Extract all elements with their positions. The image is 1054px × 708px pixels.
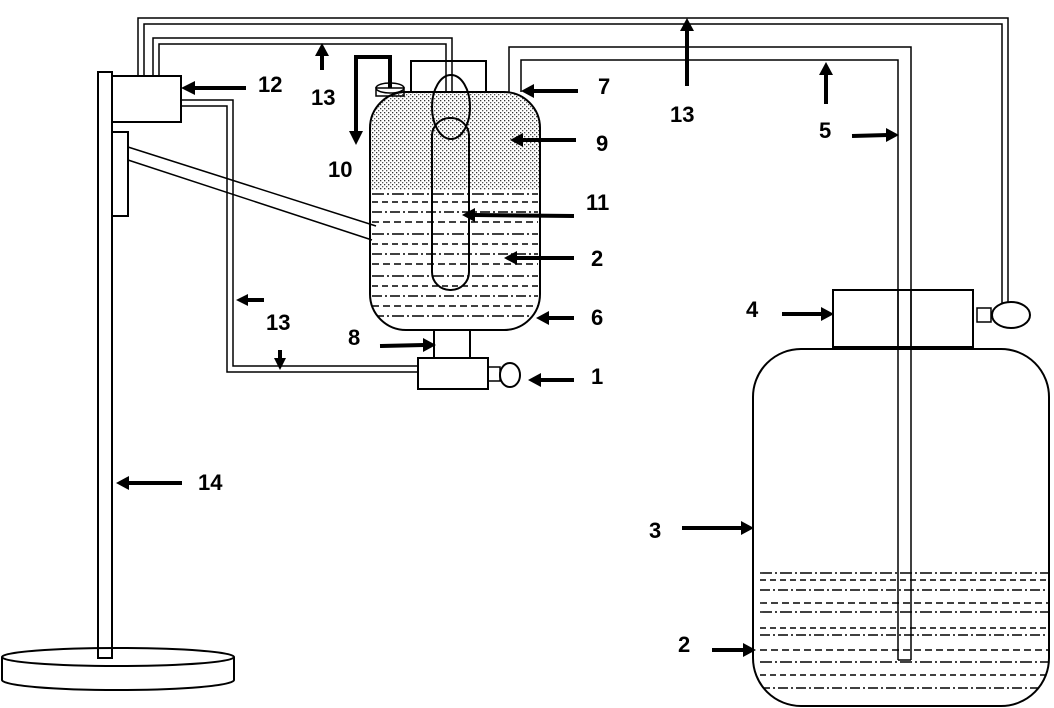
label-2-flask: 2 (591, 246, 603, 271)
label-3: 3 (649, 518, 661, 543)
label-6: 6 (591, 305, 603, 330)
label-1: 1 (591, 364, 603, 389)
collection-bottle (752, 348, 1050, 707)
bottle-cap (832, 289, 974, 348)
stand (1, 71, 235, 691)
label-10: 10 (328, 157, 352, 182)
label-8: 8 (348, 325, 360, 350)
label-14: 14 (198, 470, 223, 495)
label-7: 7 (598, 74, 610, 99)
pipe-network (137, 17, 1009, 373)
label-9: 9 (596, 131, 608, 156)
controller-box (111, 75, 182, 123)
flask-neck (433, 329, 471, 359)
flask-liquid (372, 193, 538, 317)
label-13-top-middle: 13 (670, 102, 694, 127)
pointer-arrows (116, 18, 899, 657)
flask-lid-block (410, 60, 487, 93)
label-2-bottle: 2 (678, 632, 690, 657)
label-13-top-left: 13 (311, 85, 335, 110)
bottle-liquid (760, 572, 1049, 689)
support-rod (127, 146, 377, 241)
vapor-region (370, 92, 540, 190)
transfer-tube (508, 46, 912, 661)
label-5: 5 (819, 118, 831, 143)
inner-tube (431, 74, 471, 291)
part-labels: 12 13 10 7 13 5 9 11 2 6 8 1 13 4 3 2 14 (198, 72, 831, 657)
pump (417, 357, 521, 390)
label-13-side: 13 (266, 310, 290, 335)
label-11: 11 (586, 190, 609, 215)
bottle-valve (976, 301, 1031, 329)
label-12: 12 (258, 72, 282, 97)
label-4: 4 (746, 297, 759, 322)
reaction-flask (369, 91, 541, 331)
